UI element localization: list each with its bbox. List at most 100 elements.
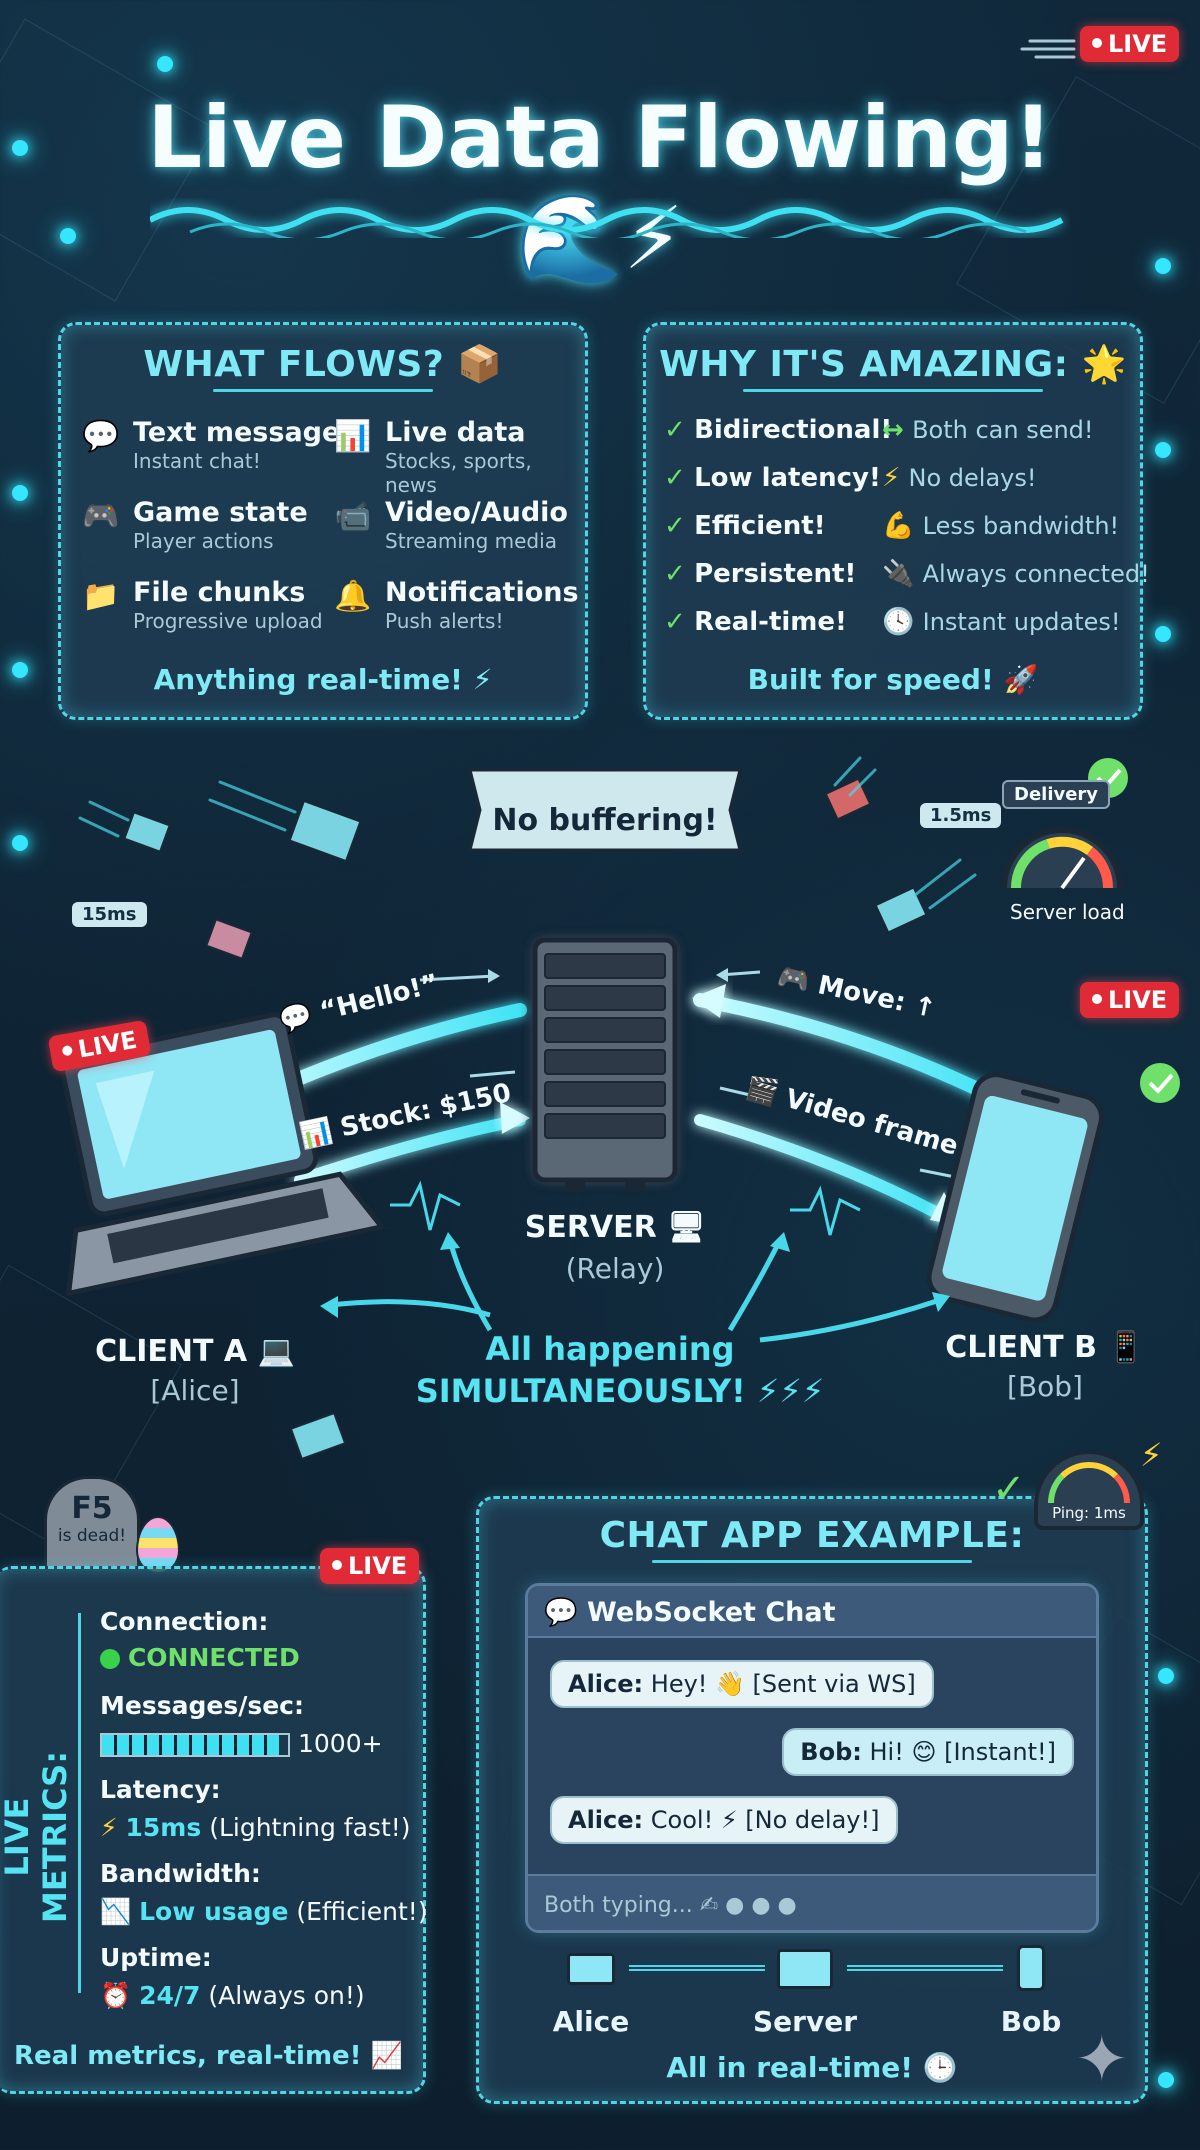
metrics-divider [78, 1613, 81, 1993]
bg-node [60, 228, 76, 244]
node-server-label: Server [752, 2005, 857, 2038]
node-alice-label: Alice [552, 2005, 630, 2038]
latency-label: Latency: [100, 1775, 221, 1804]
delivery-tag: Delivery [1002, 780, 1111, 809]
ping-lightning-icon: ⚡ [1140, 1436, 1163, 1474]
typing-indicator: Both typing... ✍ ● ● ● [544, 1893, 797, 1918]
why-row-realtime: ✓ Real-time! [664, 607, 847, 637]
latency-tag-right: 1.5ms [920, 803, 1002, 828]
uptime-value: ⏰ 24/7 (Always on!) [100, 1981, 365, 2010]
bg-node [1155, 258, 1171, 274]
speed-lines [1020, 36, 1076, 62]
why-note-latency: ⚡ No delays! [882, 463, 1037, 493]
bg-node [12, 835, 28, 851]
mps-progress-bar [100, 1733, 290, 1757]
video-camera-icon: 📹 [334, 499, 372, 534]
bg-node [12, 485, 28, 501]
bell-icon: 🔔 [334, 579, 372, 614]
chat-message-1: Alice: Hey! 👋 [Sent via WS] [550, 1660, 934, 1708]
chat-window-header [528, 1586, 1096, 1638]
live-badge-metrics: LIVE [320, 1548, 420, 1584]
simultaneous-text-1: All happening [485, 1330, 735, 1368]
why-note-persistent: 🔌 Always connected! [882, 559, 1150, 589]
folder-icon: 📁 [82, 579, 120, 614]
chat-message-2: Bob: Hi! 😊 [Instant!] [782, 1728, 1074, 1776]
bg-node [1155, 626, 1171, 642]
node-alice-icon [567, 1953, 615, 1985]
server-sub-label: (Relay) [565, 1252, 665, 1285]
plug-icon: 🔌 [882, 559, 915, 589]
bg-node [157, 56, 173, 72]
flexed-bicep-icon: 💪 [882, 511, 915, 541]
why-note-efficient: 💪 Less bandwidth! [882, 511, 1120, 541]
chat-window: 💬 WebSocket Chat Alice: Hey! 👋 [Sent via… [525, 1583, 1099, 1933]
bandwidth-value: 📉 Low usage (Efficient!) [100, 1897, 428, 1926]
chat-example-panel: CHAT APP EXAMPLE: 💬 WebSocket Chat Alice… [476, 1496, 1148, 2104]
bg-node [1155, 442, 1171, 458]
sparkle-icon: ✦ [1075, 2023, 1129, 2097]
chat-footer: All in real-time! 🕒 [666, 2051, 958, 2084]
bg-node [1158, 2072, 1174, 2088]
speech-bubble-icon: 💬 [82, 419, 120, 454]
metrics-footer: Real metrics, real-time! 📈 [14, 2041, 403, 2071]
node-server-icon [777, 1949, 833, 1989]
ping-gauge: Ping: 1ms [1034, 1450, 1144, 1530]
double-arrow-icon: ↔ [882, 415, 904, 445]
clock-icon: 🕓 [882, 607, 915, 637]
mps-label: Messages/sec: [100, 1691, 304, 1720]
chat-input-bar[interactable] [528, 1874, 1096, 1930]
node-bob-icon [1017, 1945, 1045, 1991]
bg-node [12, 140, 28, 156]
no-buffering-banner: No buffering! [492, 803, 718, 838]
why-row-bidirectional: ✓ Bidirectional! [664, 415, 893, 445]
what-flows-footer: Anything real-time! ⚡ [153, 663, 493, 696]
why-row-efficient: ✓ Efficient! [664, 511, 826, 541]
client-a-sub-label: [Alice] [150, 1374, 240, 1407]
connector-alice-server [629, 1965, 765, 1971]
connection-label: Connection: [100, 1607, 269, 1636]
server-label: SERVER 🖥 [524, 1210, 706, 1245]
live-badge-client-b: LIVE [1080, 982, 1180, 1018]
why-row-latency: ✓ Low latency! [664, 463, 881, 493]
simultaneous-text-2: SIMULTANEOUSLY! ⚡⚡⚡ [415, 1372, 825, 1410]
why-amazing-title: WHY IT'S AMAZING: 🌟 [646, 343, 1140, 392]
page-title: Live Data Flowing! 🌊⚡ [147, 88, 1053, 289]
bg-node [1158, 1668, 1174, 1684]
ping-gauge-arc [1048, 1462, 1130, 1503]
node-bob-label: Bob [1000, 2005, 1062, 2038]
title-wave [148, 198, 1070, 242]
ping-label: Ping: 1ms [1052, 1504, 1126, 1522]
why-amazing-footer: Built for speed! 🚀 [747, 663, 1039, 696]
live-badge-top: LIVE [1080, 26, 1180, 62]
why-amazing-panel: WHY IT'S AMAZING: 🌟 ✓ Bidirectional! ↔ B… [643, 322, 1150, 720]
latency-value: ⚡ 15ms (Lightning fast!) [100, 1813, 411, 1842]
why-row-persistent: ✓ Persistent! [664, 559, 857, 589]
chat-message-3: Alice: Cool! ⚡ [No delay!] [550, 1796, 898, 1844]
chat-window-title: 💬 WebSocket Chat [544, 1597, 836, 1628]
why-note-realtime: 🕓 Instant updates! [882, 607, 1121, 637]
client-b-label: CLIENT B 📱 [945, 1330, 1145, 1365]
bar-chart-icon: 📊 [334, 419, 372, 454]
gamepad-icon: 🎮 [82, 499, 120, 534]
lightning-icon: ⚡ [882, 463, 901, 493]
latency-tag-left: 15ms [72, 902, 147, 927]
server-load-label: Server load [1010, 900, 1125, 924]
bandwidth-label: Bandwidth: [100, 1859, 261, 1888]
bg-node [12, 662, 28, 678]
client-a-label: CLIENT A 💻 [95, 1334, 295, 1369]
mps-value: 1000+ [298, 1729, 383, 1758]
chat-example-title: CHAT APP EXAMPLE: [479, 1515, 1145, 1563]
client-b-sub-label: [Bob] [1007, 1370, 1083, 1403]
connection-value: CONNECTED [100, 1643, 300, 1672]
flow-diagram-svg [0, 740, 1200, 1461]
live-metrics-panel: LIVE METRICS: Connection: CONNECTED Mess… [0, 1566, 428, 2094]
ping-check-icon: ✓ [992, 1466, 1026, 1512]
what-flows-title: WHAT FLOWS? 📦 [61, 343, 585, 392]
